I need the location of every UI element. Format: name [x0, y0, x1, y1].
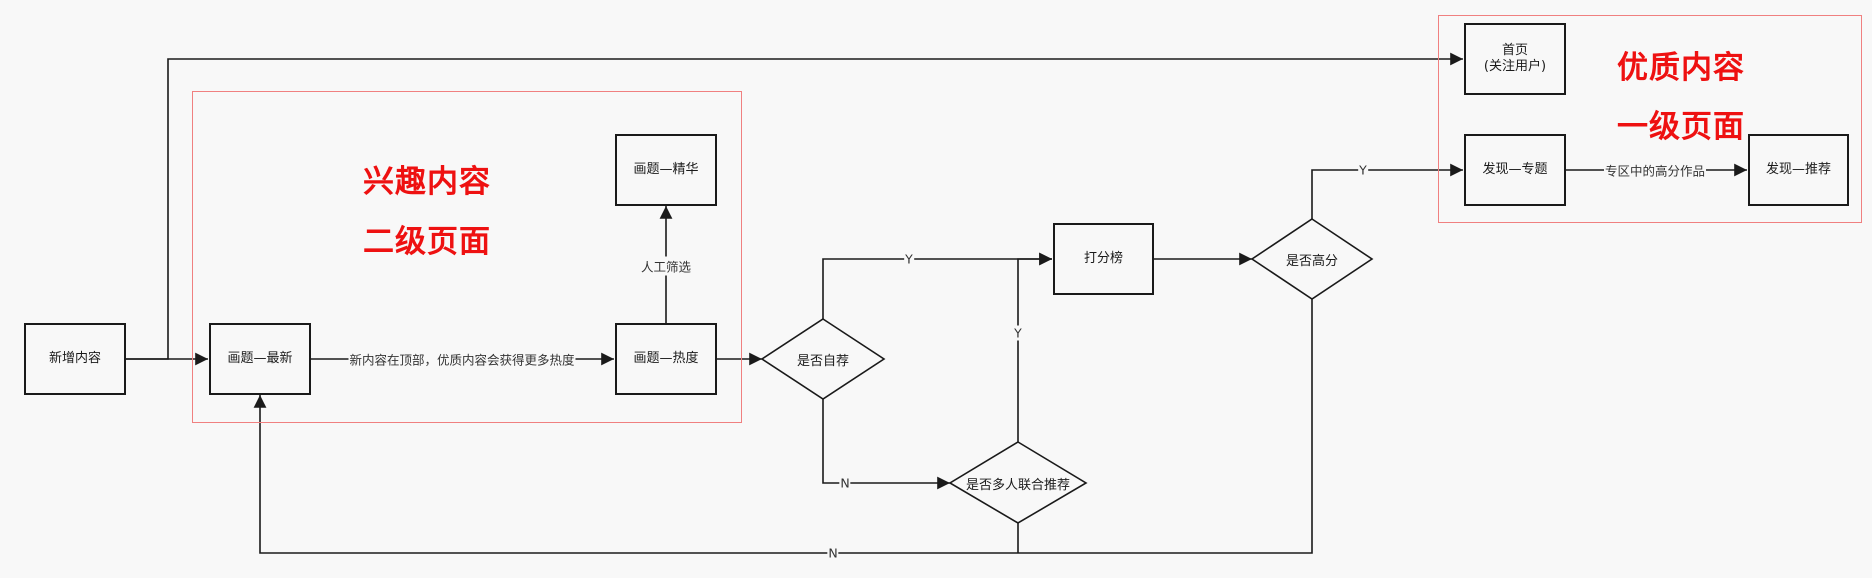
diamond-self-recommend — [760, 318, 886, 400]
node-discover-topic-label: 发现—专题 — [1482, 162, 1548, 177]
node-discover-topic: 发现—专题 — [1464, 134, 1566, 206]
node-new-content: 新增内容 — [24, 323, 126, 395]
region-quality-title: 优质内容 — [1617, 50, 1745, 86]
node-home-following: 首页 (关注用户) — [1464, 23, 1566, 95]
node-discover-recommend-label: 发现—推荐 — [1765, 162, 1831, 177]
node-topic-latest: 画题—最新 — [209, 323, 311, 395]
edge-label-feedback-no: N — [827, 545, 839, 561]
region-interest-subtitle: 二级页面 — [363, 224, 491, 260]
edge-label-latest-to-hot: 新内容在顶部，优质内容会获得更多热度 — [348, 349, 576, 369]
diamond-high-score — [1250, 218, 1374, 300]
diamond-multi-recommend — [948, 441, 1088, 524]
region-interest — [192, 91, 742, 423]
edge-label-multi-yes: Y — [1013, 325, 1023, 341]
edge-self-yes — [822, 252, 1052, 319]
node-topic-essence: 画题—精华 — [615, 134, 717, 206]
edge-new-to-home — [126, 52, 1463, 360]
edge-label-manual-filter: 人工筛选 — [639, 256, 693, 276]
node-topic-hot-label: 画题—热度 — [633, 351, 699, 366]
node-topic-essence-label: 画题—精华 — [633, 162, 699, 177]
region-quality-subtitle: 一级页面 — [1617, 109, 1745, 145]
node-topic-hot: 画题—热度 — [615, 323, 717, 395]
node-self-recommend-label: 是否自荐 — [796, 353, 849, 369]
node-high-score-label: 是否高分 — [1285, 253, 1338, 269]
edge-high-yes — [1311, 163, 1463, 219]
edge-label-self-no: N — [839, 475, 851, 491]
node-topic-latest-label: 画题—最新 — [227, 351, 293, 366]
node-new-content-label: 新增内容 — [48, 351, 101, 366]
node-home-following-label: 首页 (关注用户) — [1483, 43, 1547, 74]
node-discover-recommend: 发现—推荐 — [1748, 134, 1849, 206]
edge-feedback-no — [253, 299, 1313, 554]
edge-multi-yes — [1017, 252, 1052, 442]
region-quality — [1438, 15, 1862, 223]
node-score-board-label: 打分榜 — [1083, 251, 1123, 266]
region-interest-title: 兴趣内容 — [363, 164, 491, 200]
edge-label-self-yes: Y — [904, 251, 914, 267]
edge-label-high-yes: Y — [1358, 162, 1368, 178]
edge-label-topic-to-recommend: 专区中的高分作品 — [1603, 160, 1707, 180]
edge-self-no — [822, 399, 950, 490]
node-multi-recommend-label: 是否多人联合推荐 — [965, 477, 1070, 493]
node-score-board: 打分榜 — [1053, 223, 1154, 295]
